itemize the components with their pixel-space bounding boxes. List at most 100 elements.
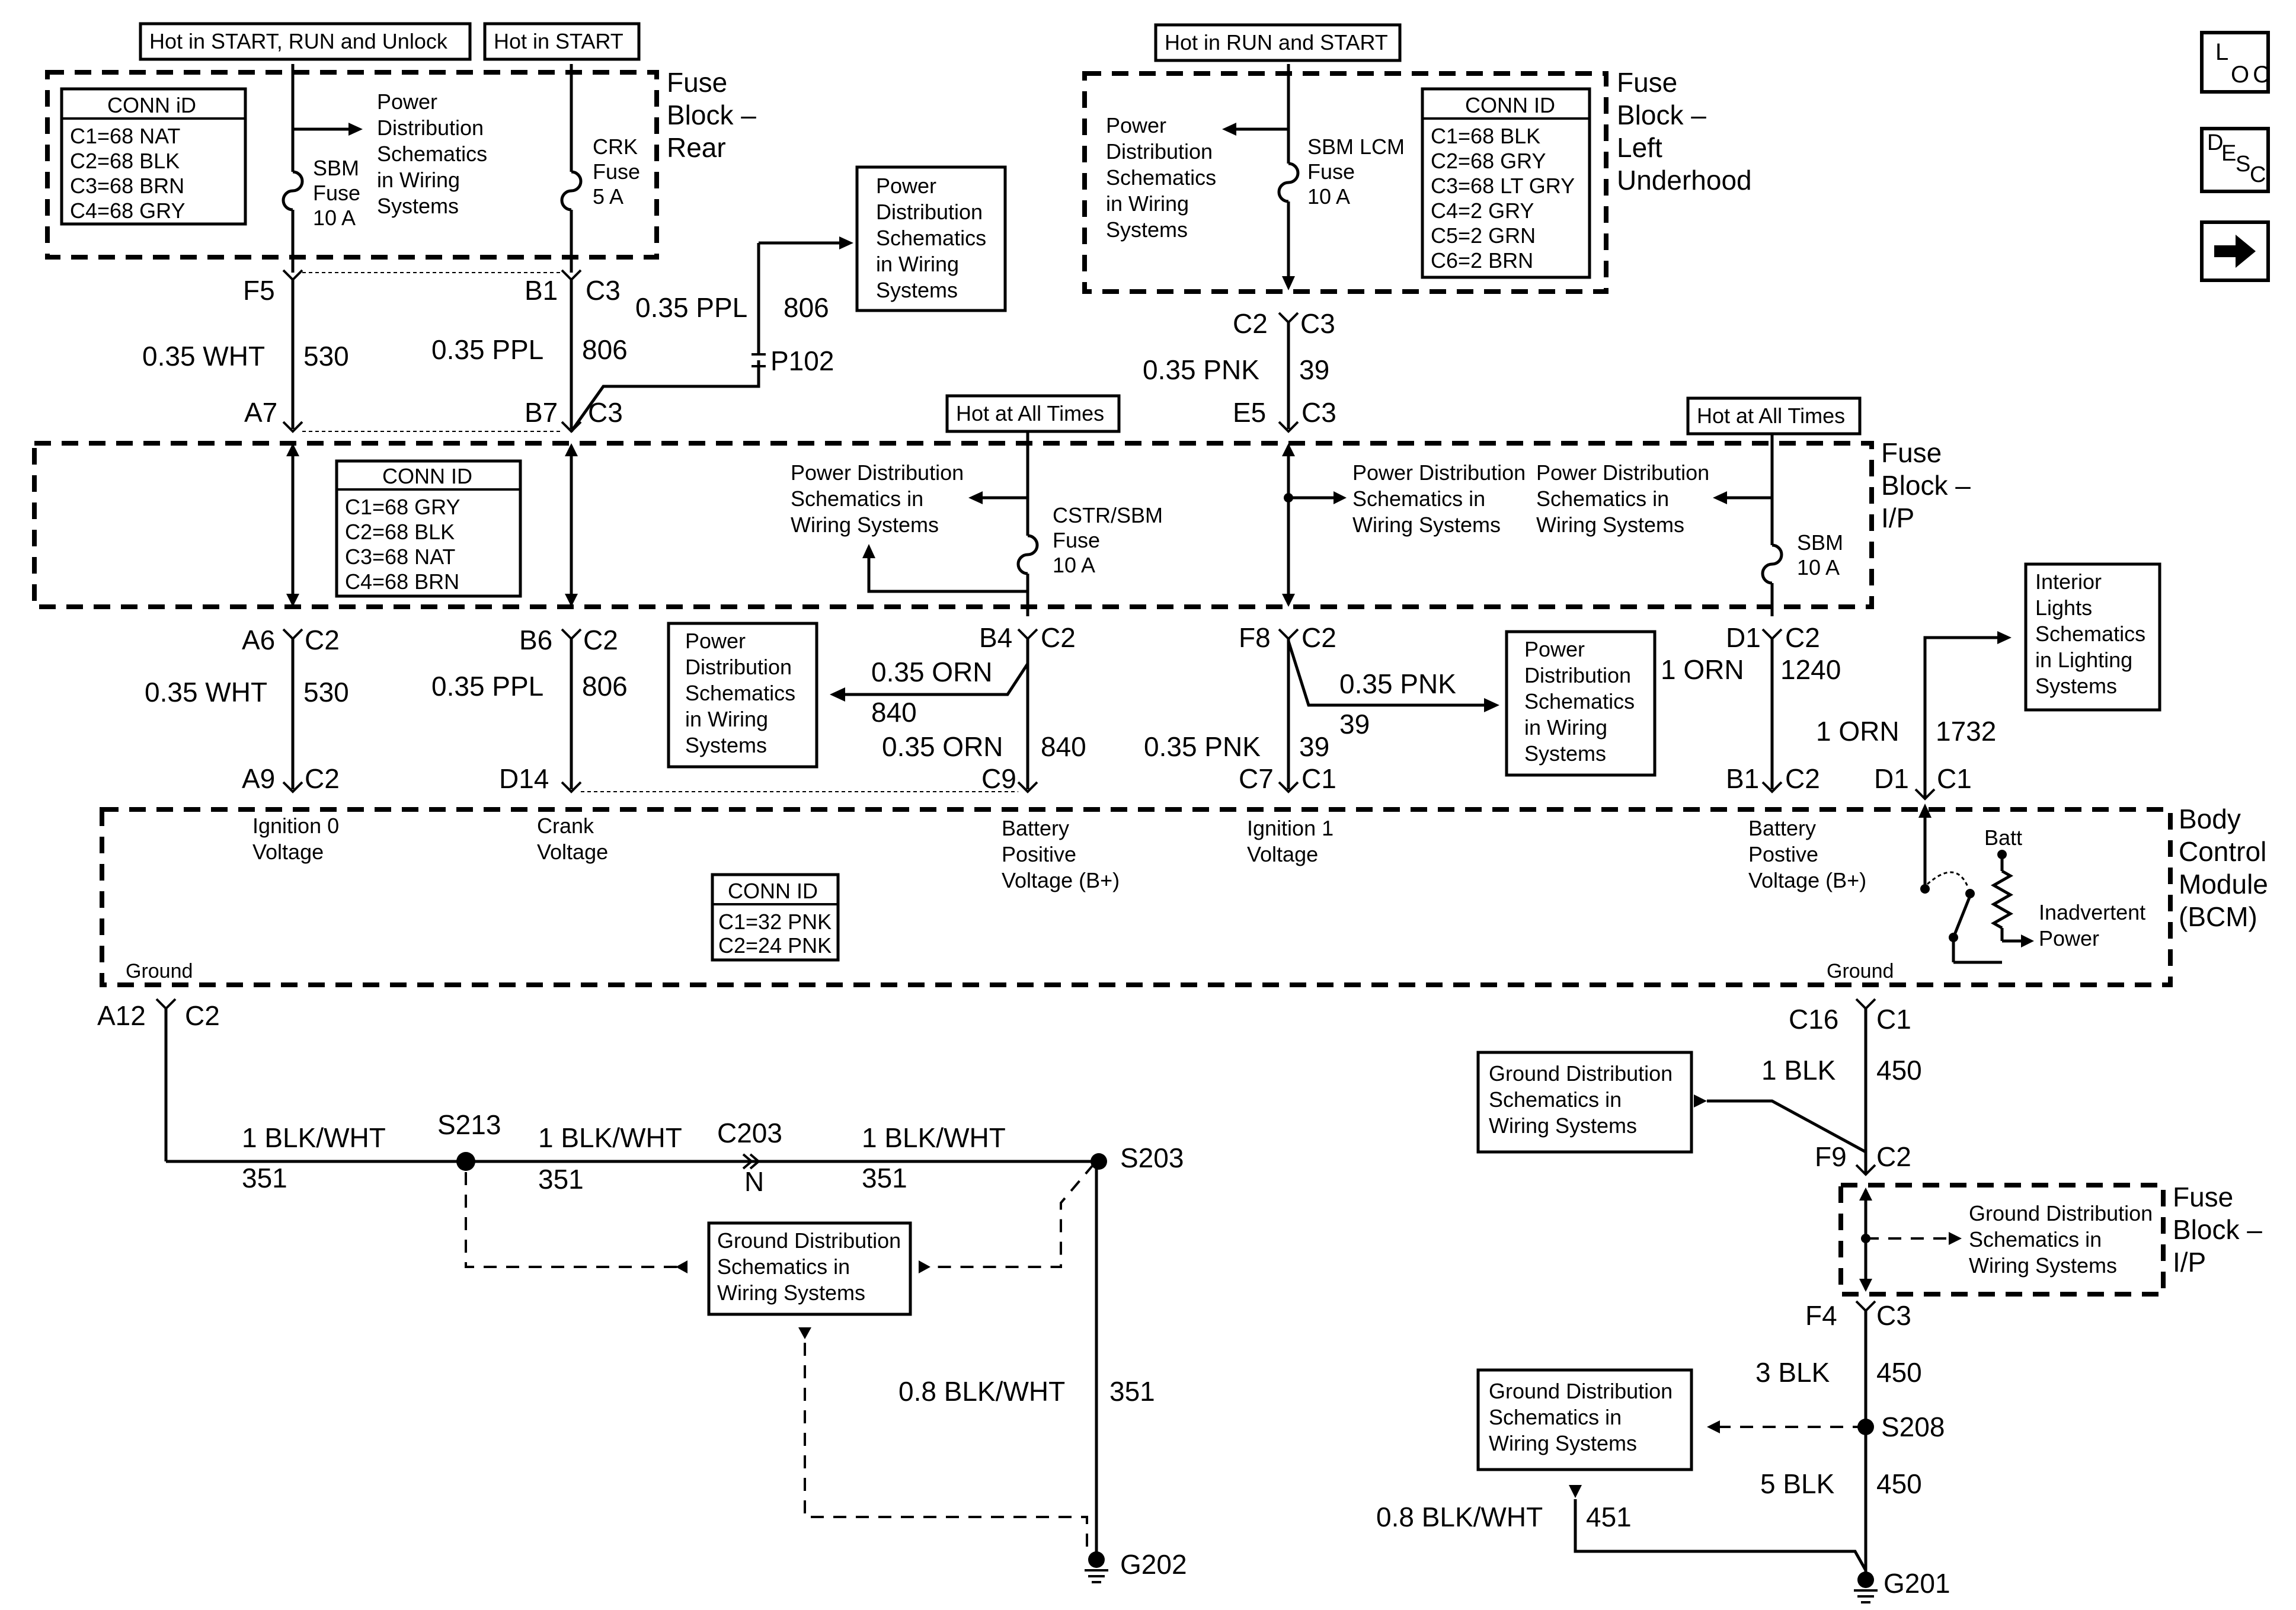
loc-icon[interactable]: L OC xyxy=(2200,31,2270,94)
diagram-label: in Wiring xyxy=(377,168,460,192)
diagram-label: 5 A xyxy=(593,184,623,209)
diagram-label: A6 xyxy=(242,625,275,655)
next-arrow-button[interactable] xyxy=(2200,220,2270,282)
diagram-label: G201 xyxy=(1884,1568,1950,1599)
diagram-label: 1732 xyxy=(1936,716,1996,747)
diagram-label: Lights xyxy=(2035,596,2092,620)
diagram-label: Wiring Systems xyxy=(1969,1253,2117,1278)
diagram-label: Schematics in xyxy=(1489,1405,1622,1429)
diagram-label: C16 xyxy=(1789,1004,1838,1035)
diagram-label: F4 xyxy=(1805,1300,1837,1331)
diagram-label: C3=68 LT GRY xyxy=(1431,174,1575,198)
diagram-label: C3 xyxy=(1876,1300,1911,1331)
diagram-label: 1 BLK/WHT xyxy=(862,1122,1006,1153)
diagram-label: Schematics in xyxy=(1352,486,1485,511)
diagram-label: B6 xyxy=(519,625,552,655)
diagram-label: B7 xyxy=(525,397,558,428)
diagram-label: Voltage xyxy=(1247,842,1318,866)
diagram-label: (BCM) xyxy=(2179,901,2257,932)
diagram-label: 0.8 BLK/WHT xyxy=(898,1376,1065,1407)
diagram-label: Power Distribution xyxy=(1352,460,1526,485)
pd-ref-p102: Power Distribution Schematics in Wiring … xyxy=(855,165,1007,312)
diagram-label: I/P xyxy=(1881,502,1914,533)
diagram-label: in Lighting xyxy=(2035,648,2132,672)
diagram-label: Block – xyxy=(667,100,756,130)
fuse-sbm-rear: SBM Fuse 10 A xyxy=(313,156,360,230)
diagram-label: Power xyxy=(685,629,746,653)
bcm-input-batt-postive: Battery Postive Voltage (B+) xyxy=(1748,816,1866,892)
bcm-label: Body Control Module (BCM) xyxy=(2179,804,2268,932)
gd-ref-c16: Ground Distribution Schematics in Wiring… xyxy=(1476,1051,1693,1154)
diagram-label: 1 BLK xyxy=(1761,1055,1836,1086)
diagram-label: in Wiring xyxy=(1524,715,1607,740)
diagram-label: CONN ID xyxy=(728,879,818,903)
diagram-label: 1240 xyxy=(1780,654,1841,685)
hot-label-run-start: Hot in RUN and START xyxy=(1154,23,1402,62)
pd-ref-rear: Power Distribution Schematics in Wiring … xyxy=(377,89,487,218)
fuse-block-ip-label: Fuse Block – I/P xyxy=(1881,437,1971,533)
diagram-label: Ignition 0 xyxy=(252,814,339,838)
gd-ref-s213: Ground Distribution Schematics in Wiring… xyxy=(707,1221,912,1316)
diagram-label: C1=68 NAT xyxy=(70,124,180,148)
diagram-label: 450 xyxy=(1876,1468,1922,1499)
diagram-label: Voltage xyxy=(537,840,608,864)
diagram-label: C3 xyxy=(1302,397,1336,428)
diagram-label: Interior xyxy=(2035,569,2102,594)
diagram-label: Systems xyxy=(377,194,459,218)
fuse-block-underhood-outline xyxy=(1082,71,1609,294)
diagram-label: Systems xyxy=(1524,741,1606,766)
diagram-label: Postive xyxy=(1748,842,1818,866)
fuse-sbm-ip: SBM 10 A xyxy=(1797,530,1843,580)
diagram-label: 0.8 BLK/WHT xyxy=(1376,1502,1543,1532)
diagram-label: Schematics xyxy=(1106,165,1216,190)
diagram-label: Schematics in xyxy=(717,1254,850,1279)
diagram-label: 351 xyxy=(538,1164,584,1195)
diagram-label: CRK xyxy=(593,135,638,159)
diagram-label: C4=68 BRN xyxy=(345,569,459,594)
desc-icon[interactable]: D E S C xyxy=(2200,127,2270,193)
diagram-label: Body xyxy=(2179,804,2241,834)
diagram-label: Wiring Systems xyxy=(717,1281,865,1305)
diagram-label: C1 xyxy=(1302,763,1336,794)
diagram-label: Voltage (B+) xyxy=(1002,868,1120,892)
diagram-label: Distribution xyxy=(685,655,792,679)
pd-ref-sbm-text: Power Distribution Schematics in Wiring … xyxy=(1536,460,1709,537)
diagram-label: C3 xyxy=(1300,308,1335,339)
diagram-label: Ignition 1 xyxy=(1247,816,1334,840)
diagram-label: Wiring Systems xyxy=(1352,513,1501,537)
diagram-label: in Wiring xyxy=(876,252,959,276)
diagram-label: C2 xyxy=(1233,308,1268,339)
diagram-label: Ground Distribution xyxy=(717,1228,901,1253)
diagram-label: 10 A xyxy=(313,206,356,230)
diagram-label: B1 xyxy=(525,275,558,306)
diagram-label: Ground Distribution xyxy=(1969,1201,2153,1225)
diagram-label: Hot at All Times xyxy=(956,401,1104,425)
diagram-label: S208 xyxy=(1881,1411,1945,1442)
diagram-label: Power xyxy=(1106,113,1166,137)
diagram-label: Systems xyxy=(876,278,958,302)
diagram-label: Fuse xyxy=(667,67,727,98)
diagram-label: 806 xyxy=(784,292,829,323)
diagram-label: Wiring Systems xyxy=(1489,1113,1637,1138)
diagram-label: Schematics in xyxy=(1536,486,1669,511)
diagram-label: F9 xyxy=(1815,1141,1847,1172)
diagram-label: C2 xyxy=(305,625,340,655)
diagram-label: 450 xyxy=(1876,1357,1922,1388)
diagram-label: A12 xyxy=(97,1000,146,1031)
diagram-label: 10 A xyxy=(1797,555,1840,580)
hot-label-all-times-cstr: Hot at All Times xyxy=(945,394,1121,433)
diagram-label: G202 xyxy=(1120,1549,1187,1580)
diagram-label: Distribution xyxy=(1106,139,1213,164)
diagram-label: Rear xyxy=(667,132,726,163)
pd-ref-underhood: Power Distribution Schematics in Wiring … xyxy=(1106,113,1216,242)
pd-ref-cstr-text: Power Distribution Schematics in Wiring … xyxy=(791,460,964,537)
diagram-label: Schematics xyxy=(876,226,986,250)
diagram-label: 1 BLK/WHT xyxy=(538,1122,682,1153)
bcm-input-batt-pos: Battery Positive Voltage (B+) xyxy=(1002,816,1120,892)
diagram-label: 450 xyxy=(1876,1055,1922,1086)
fuse-cstr-sbm: CSTR/SBM Fuse 10 A xyxy=(1053,503,1163,577)
diagram-label: in Wiring xyxy=(1106,191,1189,216)
diagram-label: Block – xyxy=(1881,470,1971,501)
diagram-label: Block – xyxy=(1617,100,1706,130)
diagram-label: Schematics in xyxy=(791,486,923,511)
